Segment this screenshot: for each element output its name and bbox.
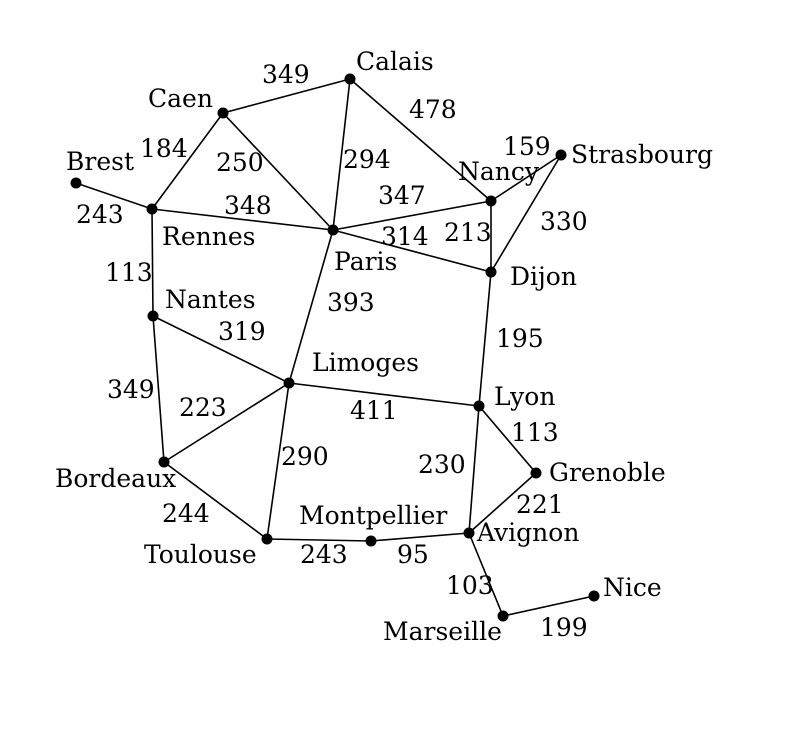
node-dijon — [485, 266, 497, 278]
edge-calais-nancy — [349, 78, 492, 202]
edge-paris-dijon — [332, 229, 492, 273]
edge-weight-rennes-paris: 348 — [224, 191, 272, 220]
edges-layer — [75, 78, 595, 617]
edge-caen-rennes — [151, 112, 224, 210]
node-lyon — [473, 400, 485, 412]
edge-rennes-paris — [151, 208, 334, 231]
edge-weight-limoges-bordeaux: 223 — [179, 393, 227, 422]
edge-weight-caen-rennes: 184 — [140, 134, 188, 163]
edge-weight-montpellier-avignon: 95 — [397, 540, 429, 569]
node-rennes — [146, 203, 158, 215]
node-nantes — [147, 310, 159, 322]
edge-nantes-limoges — [152, 315, 290, 384]
edge-avignon-marseille — [468, 532, 504, 617]
edge-grenoble-avignon — [468, 472, 537, 534]
edge-weight-avignon-marseille: 103 — [446, 571, 494, 600]
edge-weight-limoges-lyon: 411 — [350, 396, 398, 425]
node-caen — [217, 107, 229, 119]
edge-nancy-strasbourg — [490, 154, 562, 202]
edge-caen-paris — [222, 112, 334, 231]
city-label-nantes: Nantes — [165, 285, 256, 314]
node-strasbourg — [555, 149, 567, 161]
edge-bordeaux-toulouse — [163, 461, 268, 540]
city-label-lyon: Lyon — [494, 382, 555, 411]
edge-weight-grenoble-avignon: 221 — [516, 490, 564, 519]
edge-calais-paris — [332, 78, 351, 231]
city-label-paris: Paris — [334, 247, 397, 276]
edge-weight-strasbourg-dijon: 330 — [540, 207, 588, 236]
node-nancy — [485, 195, 497, 207]
city-label-caen: Caen — [148, 84, 213, 113]
edge-weight-marseille-nice: 199 — [540, 613, 588, 642]
edge-weight-paris-dijon: 314 — [381, 222, 429, 251]
city-label-brest: Brest — [66, 147, 134, 176]
edge-weight-nancy-strasbourg: 159 — [503, 132, 551, 161]
city-label-montpellier: Montpellier — [299, 501, 447, 530]
edge-lyon-grenoble — [478, 405, 537, 474]
edge-weight-lyon-avignon: 230 — [418, 450, 466, 479]
edge-dijon-lyon — [478, 271, 492, 407]
edge-weight-paris-limoges: 393 — [327, 288, 375, 317]
edge-limoges-toulouse — [266, 382, 290, 540]
edge-rennes-nantes — [151, 208, 154, 317]
edge-weight-calais-paris: 294 — [343, 145, 391, 174]
edge-weight-lyon-grenoble: 113 — [511, 418, 559, 447]
edge-weights-layer: 349 184 250 294 478 159 243 348 347 314 213 330 113 3… — [76, 60, 588, 642]
node-marseille — [497, 610, 509, 622]
edge-weight-rennes-nantes: 113 — [105, 258, 153, 287]
edge-weight-bordeaux-toulouse: 244 — [162, 499, 210, 528]
edge-weight-paris-nancy: 347 — [378, 181, 426, 210]
city-label-avignon: Avignon — [476, 518, 579, 547]
edge-montpellier-avignon — [370, 532, 470, 542]
edge-limoges-bordeaux — [163, 382, 290, 463]
city-label-bordeaux: Bordeaux — [55, 464, 176, 493]
edge-caen-calais — [222, 78, 351, 114]
node-avignon — [463, 527, 475, 539]
city-label-calais: Calais — [356, 47, 434, 76]
edge-weight-nantes-bordeaux: 349 — [107, 375, 155, 404]
edge-lyon-avignon — [468, 405, 480, 534]
edge-weight-brest-rennes: 243 — [76, 200, 124, 229]
edge-paris-nancy — [332, 200, 492, 231]
edge-paris-limoges — [288, 229, 334, 384]
city-label-nice: Nice — [603, 573, 662, 602]
edge-weight-limoges-toulouse: 290 — [281, 442, 329, 471]
node-paris — [327, 224, 339, 236]
city-label-nancy: Nancy — [458, 157, 540, 186]
city-label-toulouse: Toulouse — [144, 540, 257, 569]
node-grenoble — [530, 467, 542, 479]
city-label-dijon: Dijon — [510, 262, 577, 291]
node-bordeaux — [158, 456, 170, 468]
node-calais — [344, 73, 356, 85]
edge-weight-nancy-dijon: 213 — [444, 218, 492, 247]
city-label-rennes: Rennes — [162, 222, 255, 251]
edge-toulouse-montpellier — [266, 538, 372, 542]
nodes-layer — [70, 73, 600, 622]
node-toulouse — [261, 533, 273, 545]
city-label-marseille: Marseille — [383, 617, 502, 646]
edge-limoges-lyon — [288, 382, 480, 407]
edge-weight-calais-nancy: 478 — [409, 95, 457, 124]
edge-weight-caen-paris: 250 — [216, 148, 264, 177]
edge-weight-toulouse-montpellier: 243 — [300, 540, 348, 569]
edge-brest-rennes — [75, 182, 153, 210]
edge-marseille-nice — [502, 595, 595, 617]
edge-weight-caen-calais: 349 — [262, 60, 310, 89]
edge-nantes-bordeaux — [152, 315, 165, 463]
node-limoges — [283, 377, 295, 389]
node-montpellier — [365, 535, 377, 547]
edge-weight-nantes-limoges: 319 — [218, 317, 266, 346]
node-brest — [70, 177, 82, 189]
edge-weight-dijon-lyon: 195 — [496, 324, 544, 353]
edge-strasbourg-dijon — [490, 154, 562, 273]
city-label-limoges: Limoges — [312, 348, 419, 377]
city-label-strasbourg: Strasbourg — [571, 140, 713, 169]
city-label-grenoble: Grenoble — [549, 458, 666, 487]
node-nice — [588, 590, 600, 602]
